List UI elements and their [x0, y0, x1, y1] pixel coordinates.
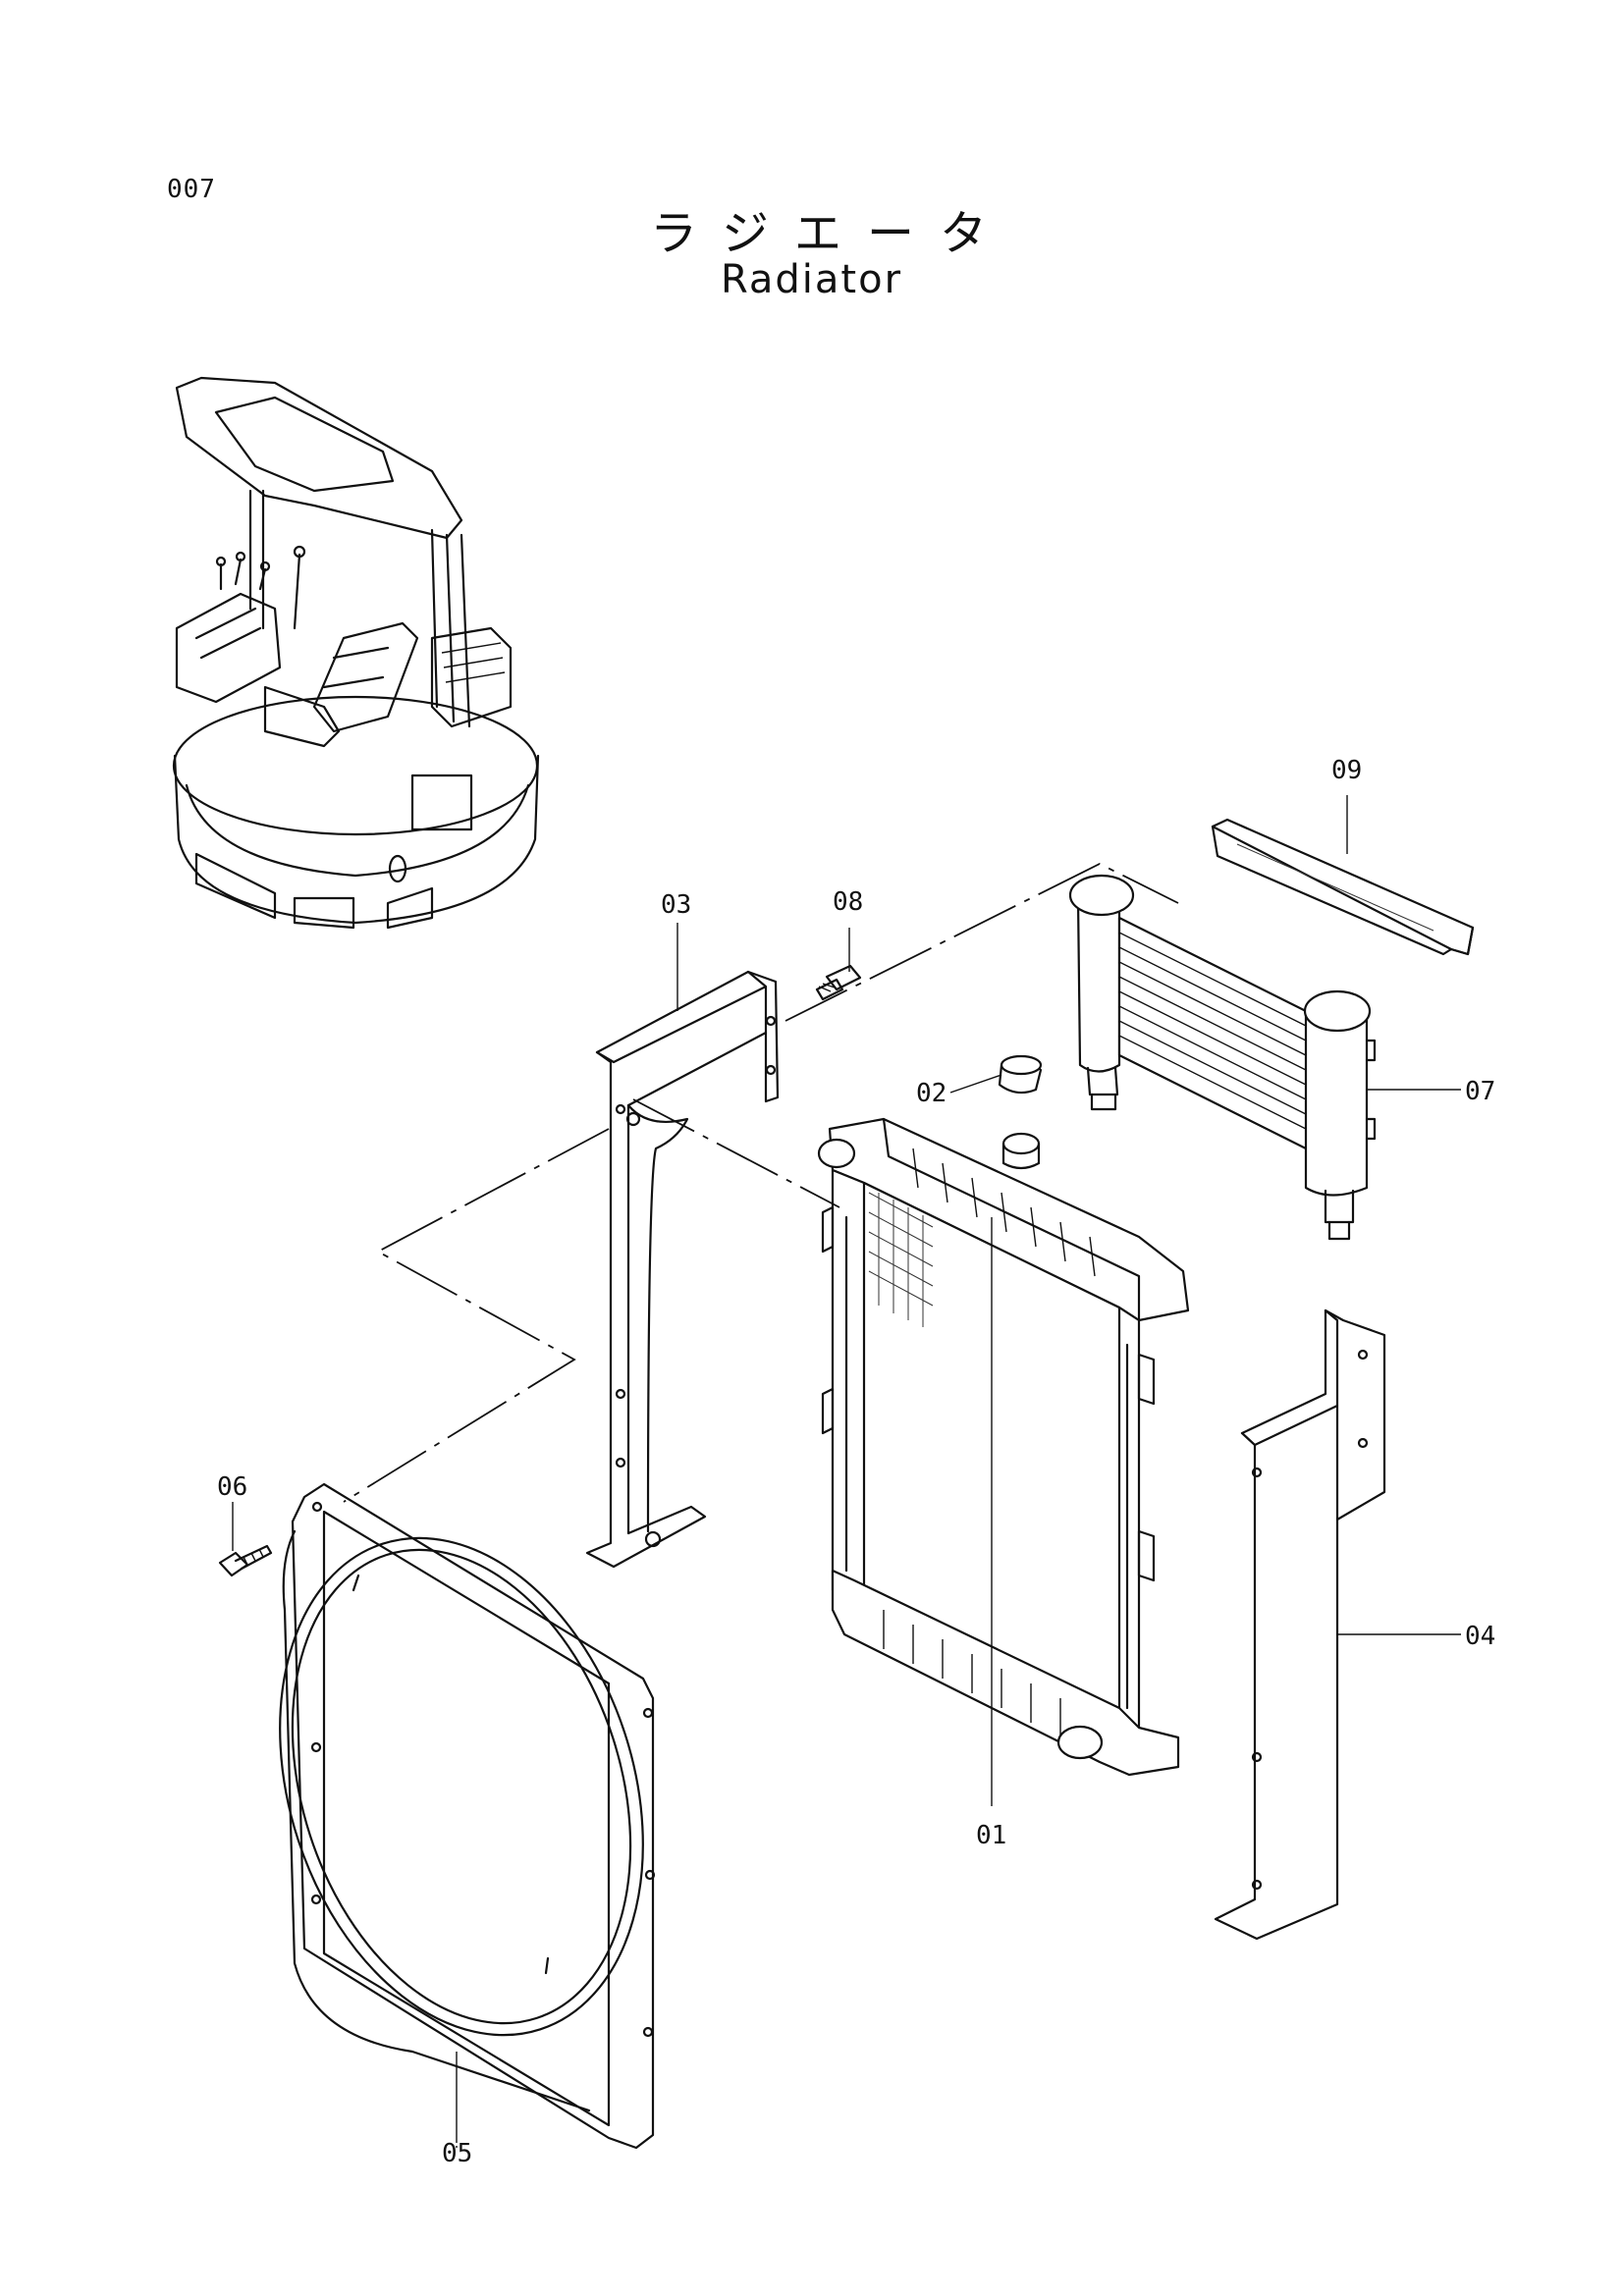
callout-08: 08 — [833, 887, 863, 917]
callout-04: 04 — [1465, 1622, 1495, 1651]
part-09-seal — [1211, 818, 1475, 956]
callout-07: 07 — [1465, 1077, 1495, 1106]
part-04-bracket-right — [1214, 1308, 1386, 1941]
callout-03: 03 — [661, 890, 691, 920]
page-title-japanese: ラジエータ — [649, 206, 1013, 261]
part-06-bolt — [218, 1544, 273, 1577]
part-08-bolt — [815, 964, 862, 1001]
callout-leaders — [232, 795, 1461, 2148]
part-07-oil-cooler — [1068, 874, 1377, 1241]
callout-09: 09 — [1331, 756, 1362, 785]
callout-labels: 01 02 03 04 05 06 07 08 09 — [217, 756, 1495, 2168]
part-03-bracket-left — [585, 970, 780, 1569]
callout-06: 06 — [217, 1472, 247, 1502]
part-05-fan-shroud — [279, 1482, 656, 2150]
part-02-cap — [998, 1054, 1043, 1095]
machine-overview-illustration — [172, 376, 540, 930]
callout-01: 01 — [976, 1821, 1006, 1850]
callout-05: 05 — [442, 2139, 472, 2168]
page-title-english: Radiator — [720, 257, 903, 302]
part-01-radiator — [817, 1117, 1190, 1777]
callout-02: 02 — [916, 1079, 947, 1108]
page-number: 007 — [167, 175, 216, 204]
assembly-lines — [343, 862, 1179, 1503]
